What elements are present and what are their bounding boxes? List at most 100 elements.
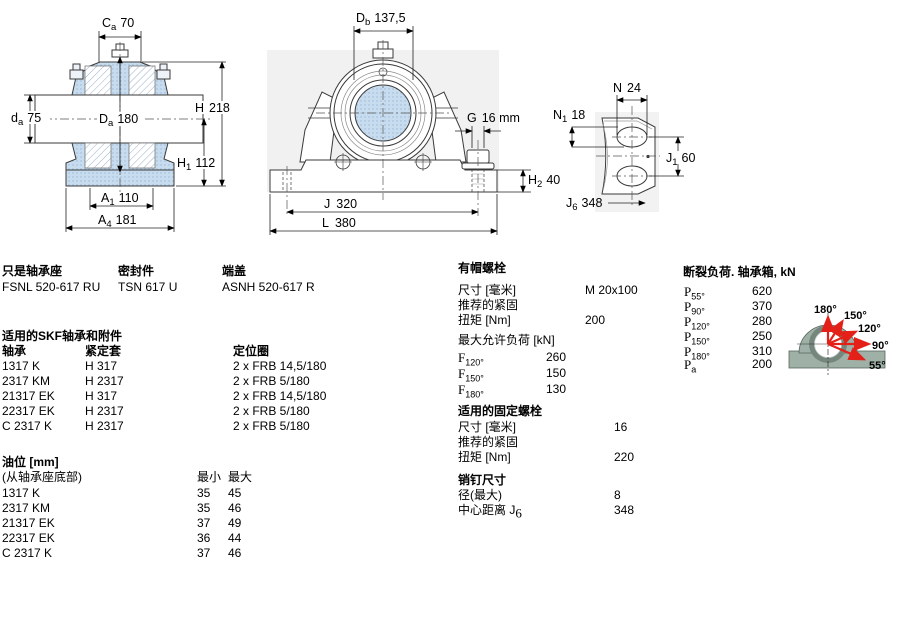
fixing-bolts-title: 适用的固定螺栓 — [458, 404, 543, 418]
rings-cell: 2 x FRB 5/180 — [233, 374, 310, 388]
end-view-centerlines — [596, 106, 660, 206]
oil-bearing-cell: 1317 K — [2, 486, 41, 500]
oil-bearing-cell: C 2317 K — [2, 546, 53, 560]
seal-designation: TSN 617 U — [118, 280, 178, 294]
col-rings: 定位圈 — [233, 344, 270, 358]
oil-max-cell: 49 — [228, 516, 242, 530]
oil-max-cell: 46 — [228, 501, 242, 515]
oil-level-subtitle: (从轴承座底部) — [2, 470, 82, 484]
oil-max-cell: 44 — [228, 531, 242, 545]
load-angle-labels: 180° 150° 120° 90° 55° — [814, 304, 889, 372]
rings-cell: 2 x FRB 14,5/180 — [233, 359, 327, 373]
oil-max-cell: 45 — [228, 486, 242, 500]
housing-only-label: 只是轴承座 — [2, 264, 63, 278]
sleeve-cell: H 2317 — [85, 404, 124, 418]
sleeve-cell: H 2317 — [85, 374, 124, 388]
cap-bolt-size-value: M 20x100 — [585, 283, 638, 297]
oil-level-title: 油位 [mm] — [2, 455, 59, 469]
seal-label: 密封件 — [118, 264, 155, 278]
oil-min-cell: 37 — [197, 546, 211, 560]
breaking-symbol-P150: P150° — [684, 329, 710, 347]
load-arrows — [820, 314, 872, 361]
bearing-cell: 1317 K — [2, 359, 41, 373]
breaking-symbol-P90: P90° — [684, 299, 705, 317]
col-max: 最大 — [228, 470, 253, 484]
col-min: 最小 — [197, 470, 222, 484]
load-symbol-F180: F180° — [458, 382, 484, 400]
oil-max-cell: 46 — [228, 546, 242, 560]
cap-bolt-torque-label: 扭矩 [Nm] — [458, 313, 511, 327]
bearing-cell: 21317 EK — [2, 389, 55, 403]
bearing-cell: 2317 KM — [2, 374, 51, 388]
load-value-F150: 150 — [546, 366, 567, 380]
oil-min-cell: 35 — [197, 501, 211, 515]
angle-180-label: 180° — [814, 304, 837, 316]
breaking-symbol-P180: P180° — [684, 344, 710, 362]
side-view-dimensions — [269, 26, 531, 235]
end-cover-designation: ASNH 520-617 R — [222, 280, 315, 294]
fixing-bolt-torque-label: 扭矩 [Nm] — [458, 450, 511, 464]
breaking-value-P120: 280 — [752, 314, 773, 328]
col-bearing: 轴承 — [2, 344, 27, 358]
load-symbol-F120: F120° — [458, 350, 484, 368]
fixing-bolt-size-label: 尺寸 [毫米] — [458, 420, 517, 434]
bearings-table-title: 适用的SKF轴承和附件 — [2, 329, 123, 343]
bearing-cell: C 2317 K — [2, 419, 53, 433]
angle-150-label: 150° — [844, 310, 867, 322]
breaking-symbol-P120: P120° — [684, 314, 710, 332]
breaking-symbol-Pa: Pa — [684, 357, 697, 375]
angle-120-label: 120° — [858, 323, 881, 335]
cap-bolt-rec-label: 推荐的紧固 — [458, 298, 519, 312]
bearing-cell: 22317 EK — [2, 404, 55, 418]
side-view-centerlines — [286, 40, 479, 216]
breaking-value-P90: 370 — [752, 299, 773, 313]
fixing-bolt-torque-value: 220 — [614, 450, 635, 464]
rings-cell: 2 x FRB 5/180 — [233, 404, 310, 418]
sleeve-cell: H 317 — [85, 389, 118, 403]
rings-cell: 2 x FRB 5/180 — [233, 419, 310, 433]
angle-55-label: 55° — [869, 360, 886, 372]
breaking-symbol-P55: P55° — [684, 284, 705, 302]
cap-bolts-title: 有帽螺栓 — [458, 261, 507, 275]
col-sleeve: 紧定套 — [85, 344, 122, 358]
breaking-value-P150: 250 — [752, 329, 773, 343]
side-view-drawing — [269, 41, 498, 193]
pin-center-distance-label: 中心距离 J6 — [458, 503, 522, 521]
front-view-dimensions — [24, 31, 226, 232]
housing-designation: FSNL 520-617 RU — [2, 280, 101, 294]
oil-bearing-cell: 2317 KM — [2, 501, 51, 515]
oil-bearing-cell: 22317 EK — [2, 531, 55, 545]
pins-title: 销钉尺寸 — [458, 473, 507, 487]
oil-min-cell: 35 — [197, 486, 211, 500]
end-cover-label: 端盖 — [222, 264, 247, 278]
pin-center-distance-value: 348 — [614, 503, 635, 517]
max-load-title: 最大允许负荷 [kN] — [458, 333, 555, 347]
cap-bolt-size-label: 尺寸 [毫米] — [458, 283, 517, 297]
load-direction-diagram: 180° 150° 120° 90° 55° — [788, 304, 889, 375]
oil-min-cell: 37 — [197, 516, 211, 530]
load-value-F120: 260 — [546, 350, 567, 364]
pin-diameter-value: 8 — [614, 488, 621, 502]
angle-90-label: 90° — [872, 340, 889, 352]
rings-cell: 2 x FRB 14,5/180 — [233, 389, 327, 403]
breaking-value-Pa: 200 — [752, 357, 773, 371]
pin-diameter-label: 径(最大) — [458, 488, 502, 502]
load-symbol-F150: F150° — [458, 366, 484, 384]
